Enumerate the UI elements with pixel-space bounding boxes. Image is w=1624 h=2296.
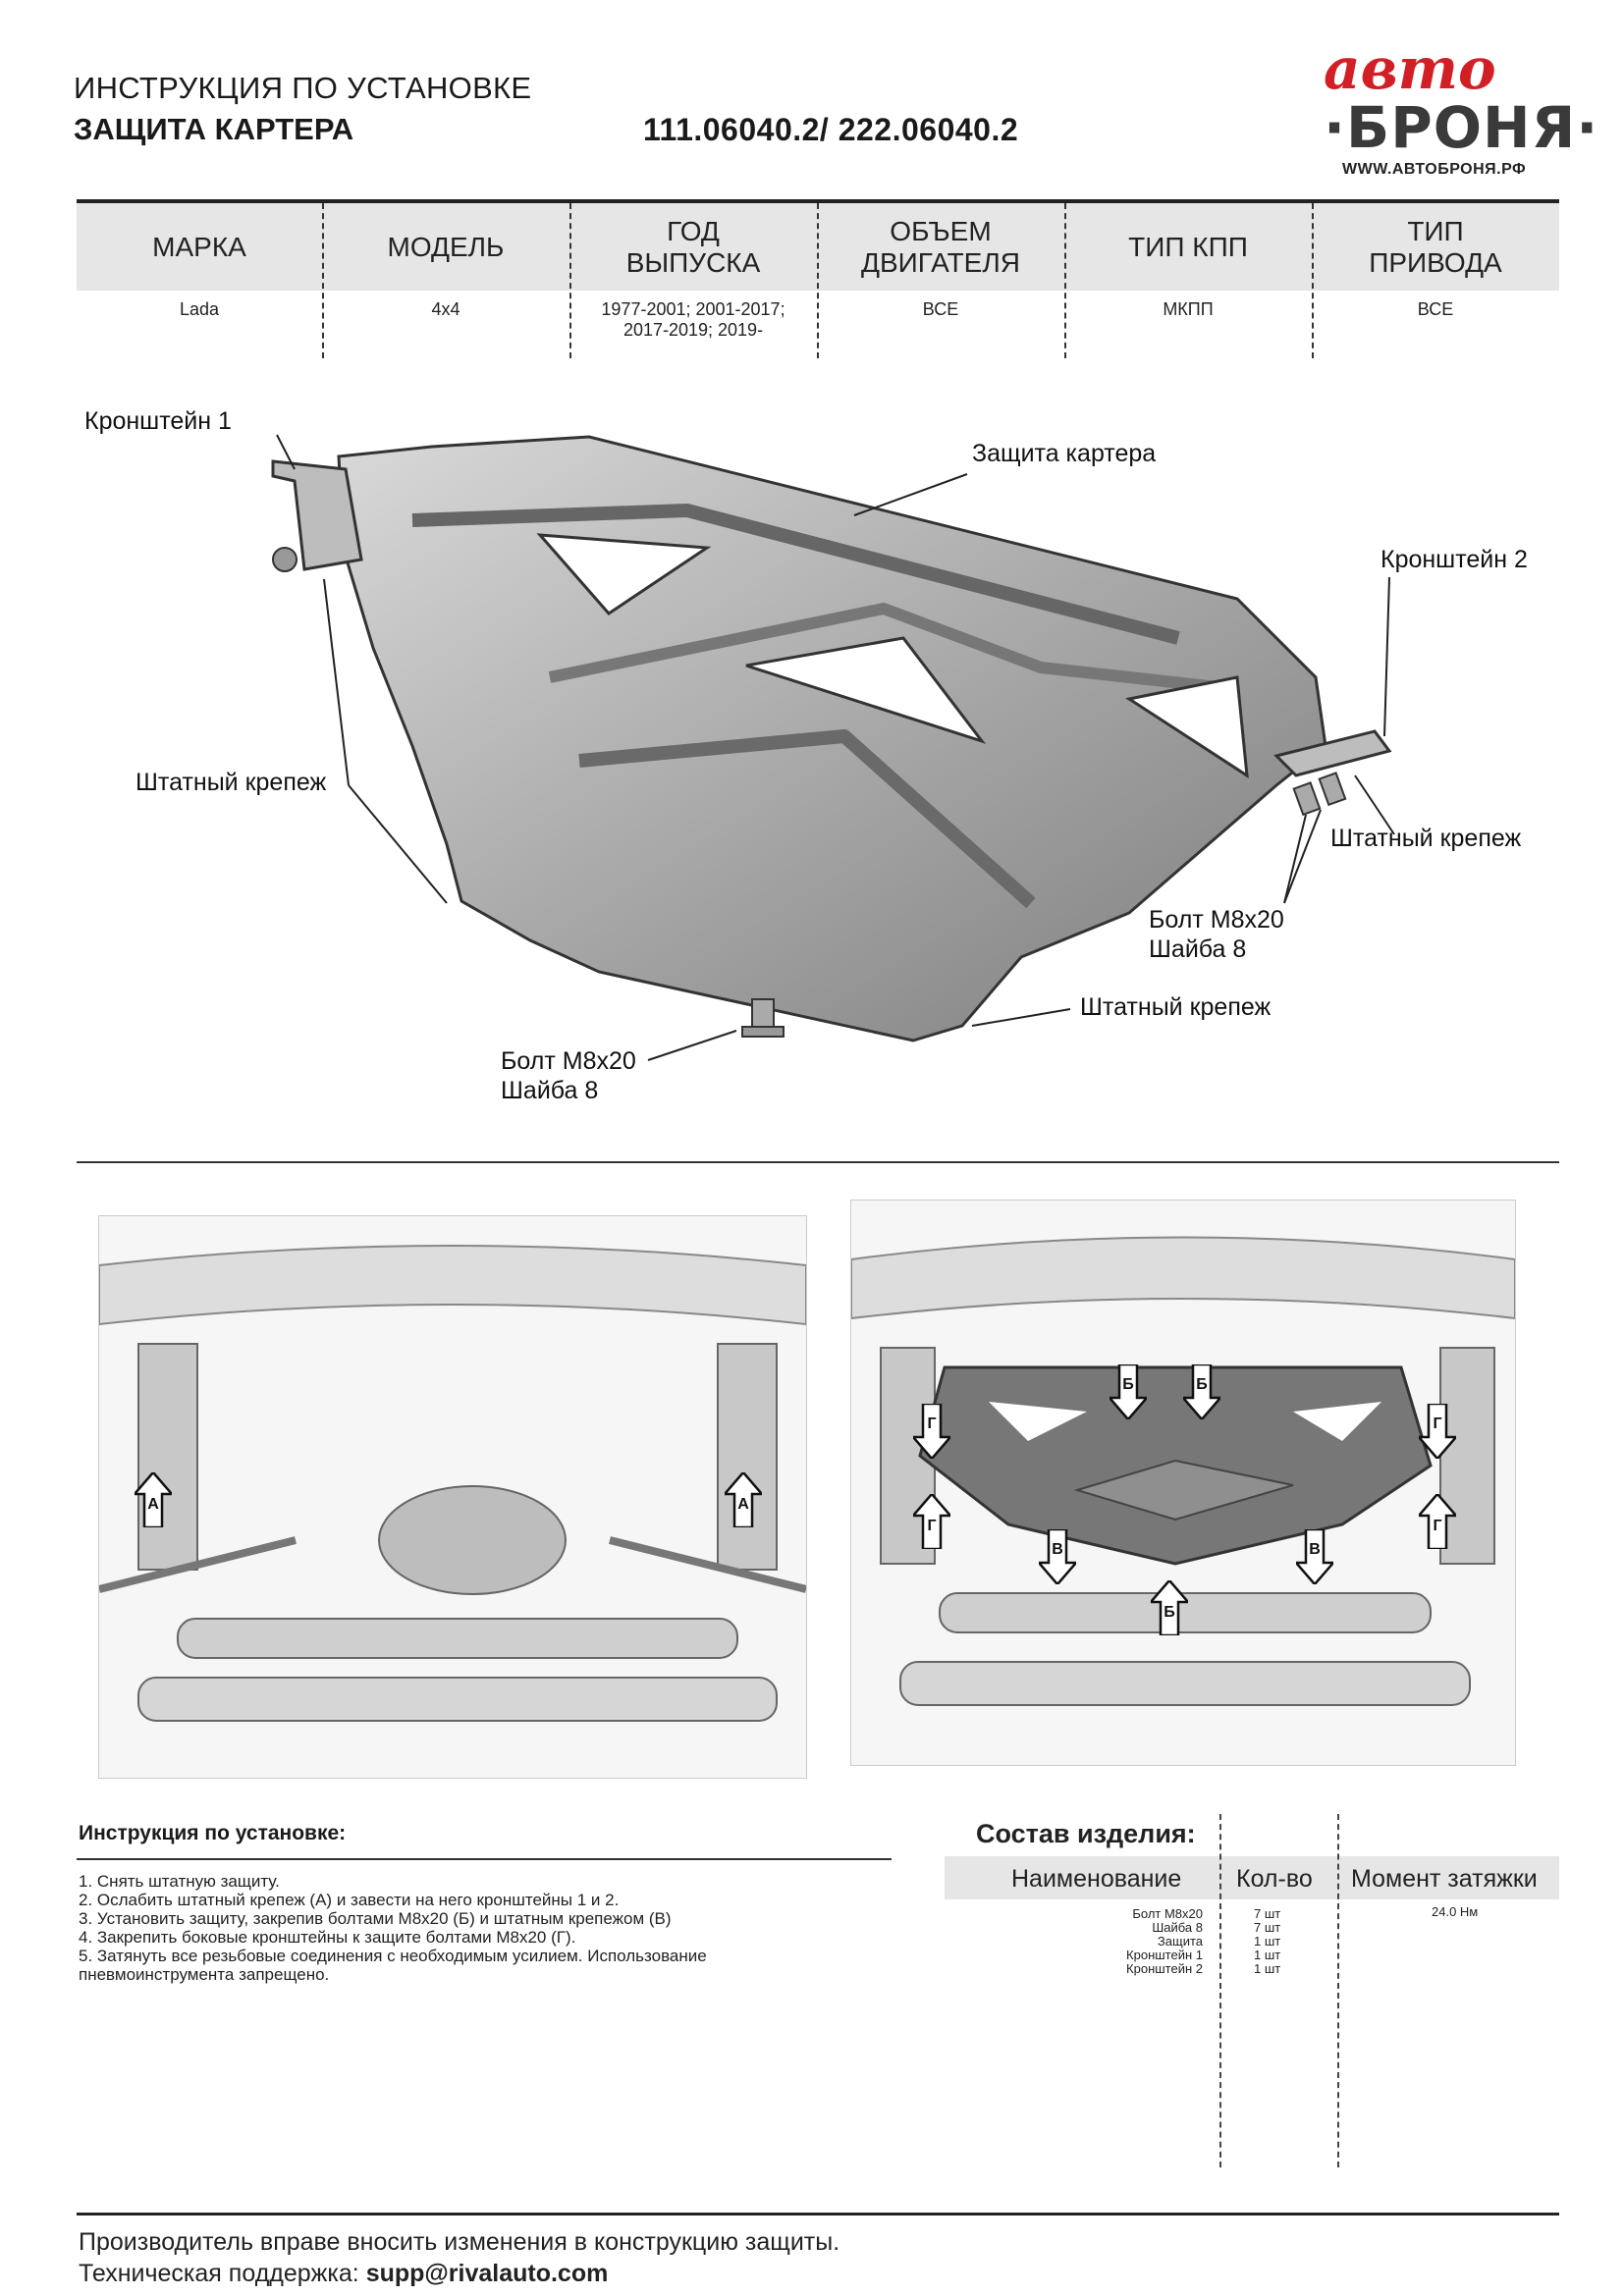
marker-v: В	[1039, 1529, 1076, 1584]
marker-b: Б	[1183, 1364, 1220, 1419]
spec-divider	[322, 203, 324, 358]
label-std-fastener-left: Штатный крепеж	[135, 769, 327, 796]
composition-col-qty: Кол-во	[1236, 1865, 1313, 1893]
spec-val-year: 1977-2001; 2001-2017;2017-2019; 2019-	[601, 299, 785, 340]
photo-before-install	[98, 1215, 807, 1779]
spec-divider	[1064, 203, 1066, 358]
support-email[interactable]: supp@rivalauto.com	[365, 2260, 609, 2287]
instruction-step: 3. Установить защиту, закрепив болтами М…	[79, 1909, 672, 1928]
spec-divider	[817, 203, 819, 358]
bolt-right	[1292, 772, 1347, 817]
composition-row-qty: 7 шт	[1254, 1920, 1281, 1935]
guard-exploded-diagram	[271, 434, 1395, 1061]
label-bracket-1: Кронштейн 1	[84, 407, 232, 435]
composition-row-qty: 1 шт	[1254, 1934, 1281, 1949]
instructions-title: Инструкция по установке:	[79, 1822, 347, 1844]
doc-title-line1: ИНСТРУКЦИЯ ПО УСТАНОВКЕ	[74, 71, 532, 105]
composition-row-qty: 1 шт	[1254, 1961, 1281, 1976]
marker-g: Г	[1419, 1494, 1456, 1549]
spec-val-gearbox: МКПП	[1163, 299, 1214, 319]
marker-a-left: А	[135, 1472, 172, 1527]
marker-g: Г	[1419, 1404, 1456, 1459]
guard-vent	[536, 533, 712, 615]
instruction-step: 2. Ослабить штатный крепеж (А) и завести…	[79, 1891, 620, 1909]
section-divider	[77, 1161, 1559, 1163]
label-guard: Защита картера	[972, 440, 1157, 467]
spec-divider	[1312, 203, 1314, 358]
composition-row-name: Защита	[1157, 1934, 1203, 1949]
spec-val-drive: ВСЕ	[1417, 299, 1454, 319]
composition-title: Состав изделия:	[976, 1819, 1196, 1848]
composition-row-qty: 7 шт	[1254, 1906, 1281, 1921]
marker-a-right: А	[725, 1472, 762, 1527]
instruction-step: 5. Затянуть все резьбовые соединения с н…	[79, 1947, 707, 1965]
composition-header	[945, 1856, 1559, 1899]
composition-col-name: Наименование	[1011, 1865, 1182, 1893]
spec-val-engine: ВСЕ	[922, 299, 959, 319]
composition-col-torque: Момент затяжки	[1351, 1865, 1538, 1893]
instructions-list: 1. Снять штатную защиту. 2. Ослабить шта…	[79, 1872, 884, 1984]
marker-g: Г	[913, 1494, 950, 1549]
guard-vent	[745, 636, 987, 744]
bolt-bottom-left	[741, 998, 785, 1038]
composition-divider	[1337, 1814, 1339, 2167]
top-rule	[77, 199, 1559, 203]
marker-v: В	[1296, 1529, 1333, 1584]
composition-row-qty: 1 шт	[1254, 1948, 1281, 1962]
composition-row-name: Кронштейн 1	[1126, 1948, 1203, 1962]
instruction-step: 4. Закрепить боковые кронштейны к защите…	[79, 1928, 576, 1947]
logo-script: авто	[1324, 35, 1496, 102]
spec-divider	[569, 203, 571, 358]
instruction-step: 1. Снять штатную защиту.	[79, 1872, 280, 1891]
label-std-fastener-bottom: Штатный крепеж	[1080, 993, 1272, 1021]
composition-row-name: Болт М8х20	[1132, 1906, 1203, 1921]
instructions-rule	[77, 1858, 892, 1860]
bracket-1-shape	[271, 459, 363, 571]
spec-col-make: МАРКА	[152, 231, 246, 262]
spec-col-model: МОДЕЛЬ	[387, 231, 505, 262]
footer-disclaimer: Производитель вправе вносить изменения в…	[79, 2228, 840, 2256]
logo-url: WWW.АВТОБРОНЯ.РФ	[1342, 161, 1527, 178]
instruction-step: пневмоинструмента запрещено.	[79, 1965, 330, 1984]
marker-g: Г	[913, 1404, 950, 1459]
guard-rib	[578, 729, 1036, 909]
photo-after-install	[850, 1200, 1516, 1766]
spec-val-make: Lada	[179, 299, 220, 319]
footer-rule	[77, 2213, 1559, 2216]
guard-vent	[1125, 675, 1249, 778]
composition-row-name: Шайба 8	[1152, 1920, 1203, 1935]
marker-b: Б	[1110, 1364, 1147, 1419]
guard-rib	[548, 603, 1218, 693]
logo-main: ·БРОНЯ·	[1324, 94, 1599, 161]
composition-row-name: Кронштейн 2	[1126, 1961, 1203, 1976]
label-bracket-2: Кронштейн 2	[1380, 546, 1528, 573]
spec-col-gearbox: ТИП КПП	[1128, 231, 1248, 262]
doc-title-line2: ЗАЩИТА КАРТЕРА	[74, 112, 354, 146]
bracket-2-shape	[1273, 729, 1392, 777]
marker-b-bottom: Б	[1151, 1580, 1188, 1635]
part-codes: 111.06040.2/ 222.06040.2	[643, 112, 1019, 147]
spec-val-model: 4x4	[431, 299, 460, 319]
footer-support: Техническая поддержка: supp@rivalauto.co…	[79, 2260, 609, 2287]
composition-torque: 24.0 Нм	[1432, 1904, 1479, 1919]
guard-rib	[411, 504, 1180, 645]
label-std-fastener-right: Штатный крепеж	[1330, 825, 1522, 852]
leader-lines	[276, 434, 1395, 1061]
composition-divider	[1219, 1814, 1221, 2167]
